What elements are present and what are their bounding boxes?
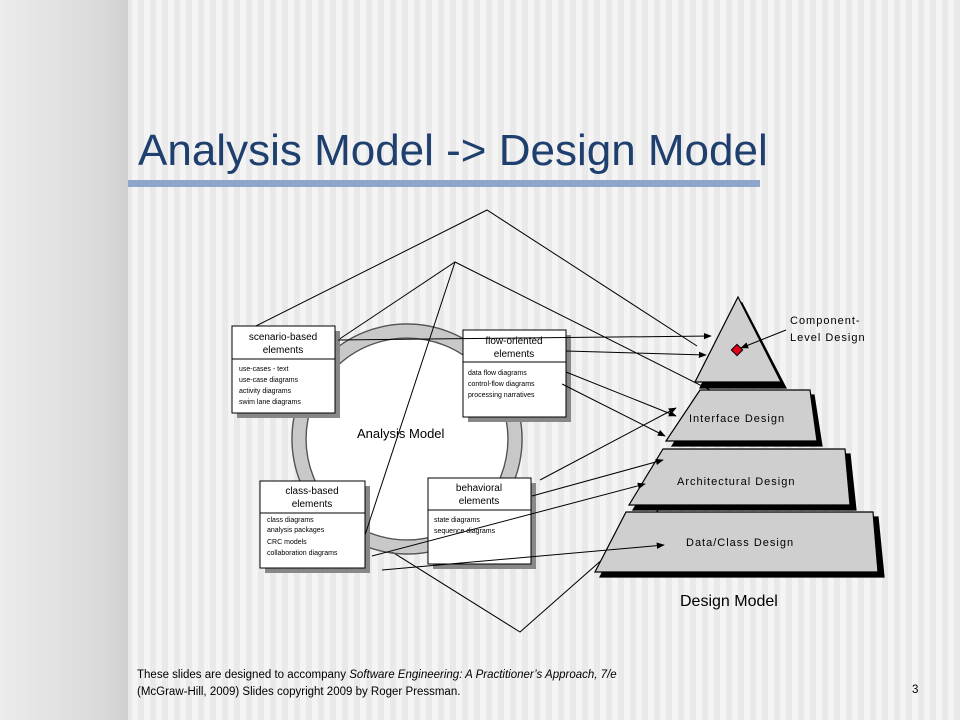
footer-line-1: These slides are designed to accompany S…: [137, 667, 617, 684]
class-item-3: CRC models: [267, 539, 307, 546]
behavioral-item-1: state diagrams: [434, 517, 480, 524]
class-item-2: analysis packages: [267, 527, 325, 534]
design-model-label: Design Model: [680, 593, 778, 610]
mapping-arrows: [337, 261, 787, 571]
slide-title: Analysis Model -> Design Model: [138, 126, 768, 175]
design-pyramid: [594, 295, 885, 578]
scenario-item-3: activity diagrams: [239, 388, 292, 395]
component-level-label-2: Level Design: [790, 332, 866, 344]
flow-title-2: elements: [494, 349, 535, 360]
architectural-design-label: Architectural Design: [677, 476, 795, 488]
class-item-4: collaboration diagrams: [267, 550, 338, 557]
analysis-model-label: Analysis Model: [357, 426, 445, 441]
behavioral-box: behavioral elements state diagrams seque…: [427, 477, 536, 569]
flow-title-1: flow-oriented: [485, 336, 542, 347]
scenario-item-4: swim lane diagrams: [239, 399, 301, 406]
data-class-design-label: Data/Class Design: [686, 537, 794, 549]
scenario-item-2: use-case diagrams: [239, 377, 299, 384]
footer-book-title: Software Engineering: A Practitioner’s A…: [349, 669, 617, 681]
scenario-based-box: scenario-based elements use-cases - text…: [231, 325, 340, 418]
behavioral-title-2: elements: [459, 496, 500, 507]
class-title-2: elements: [292, 499, 333, 510]
class-item-1: class diagrams: [267, 517, 314, 524]
flow-item-2: control-flow diagrams: [468, 381, 535, 388]
component-level-label-1: Component-: [790, 315, 861, 327]
slide-footer: These slides are designed to accompany S…: [137, 667, 617, 701]
left-gradient-band: [0, 0, 128, 720]
component-marker: [730, 343, 744, 357]
class-based-box: class-based elements class diagrams anal…: [259, 480, 370, 573]
scenario-title-2: elements: [263, 345, 304, 356]
scenario-title-1: scenario-based: [249, 332, 317, 343]
footer-line-2: (McGraw-Hill, 2009) Slides copyright 200…: [137, 686, 461, 698]
scenario-item-1: use-cases - text: [239, 366, 288, 373]
page-number: 3: [912, 684, 919, 696]
class-title-1: class-based: [285, 486, 338, 497]
flow-item-1: data flow diagrams: [468, 370, 527, 377]
behavioral-title-1: behavioral: [456, 483, 502, 494]
title-underline: [128, 180, 760, 187]
flow-item-3: processing narratives: [468, 392, 535, 399]
flow-oriented-box: flow-oriented elements data flow diagram…: [462, 329, 571, 422]
interface-design-label: Interface Design: [689, 413, 785, 425]
footer-prefix: These slides are designed to accompany: [137, 669, 350, 681]
